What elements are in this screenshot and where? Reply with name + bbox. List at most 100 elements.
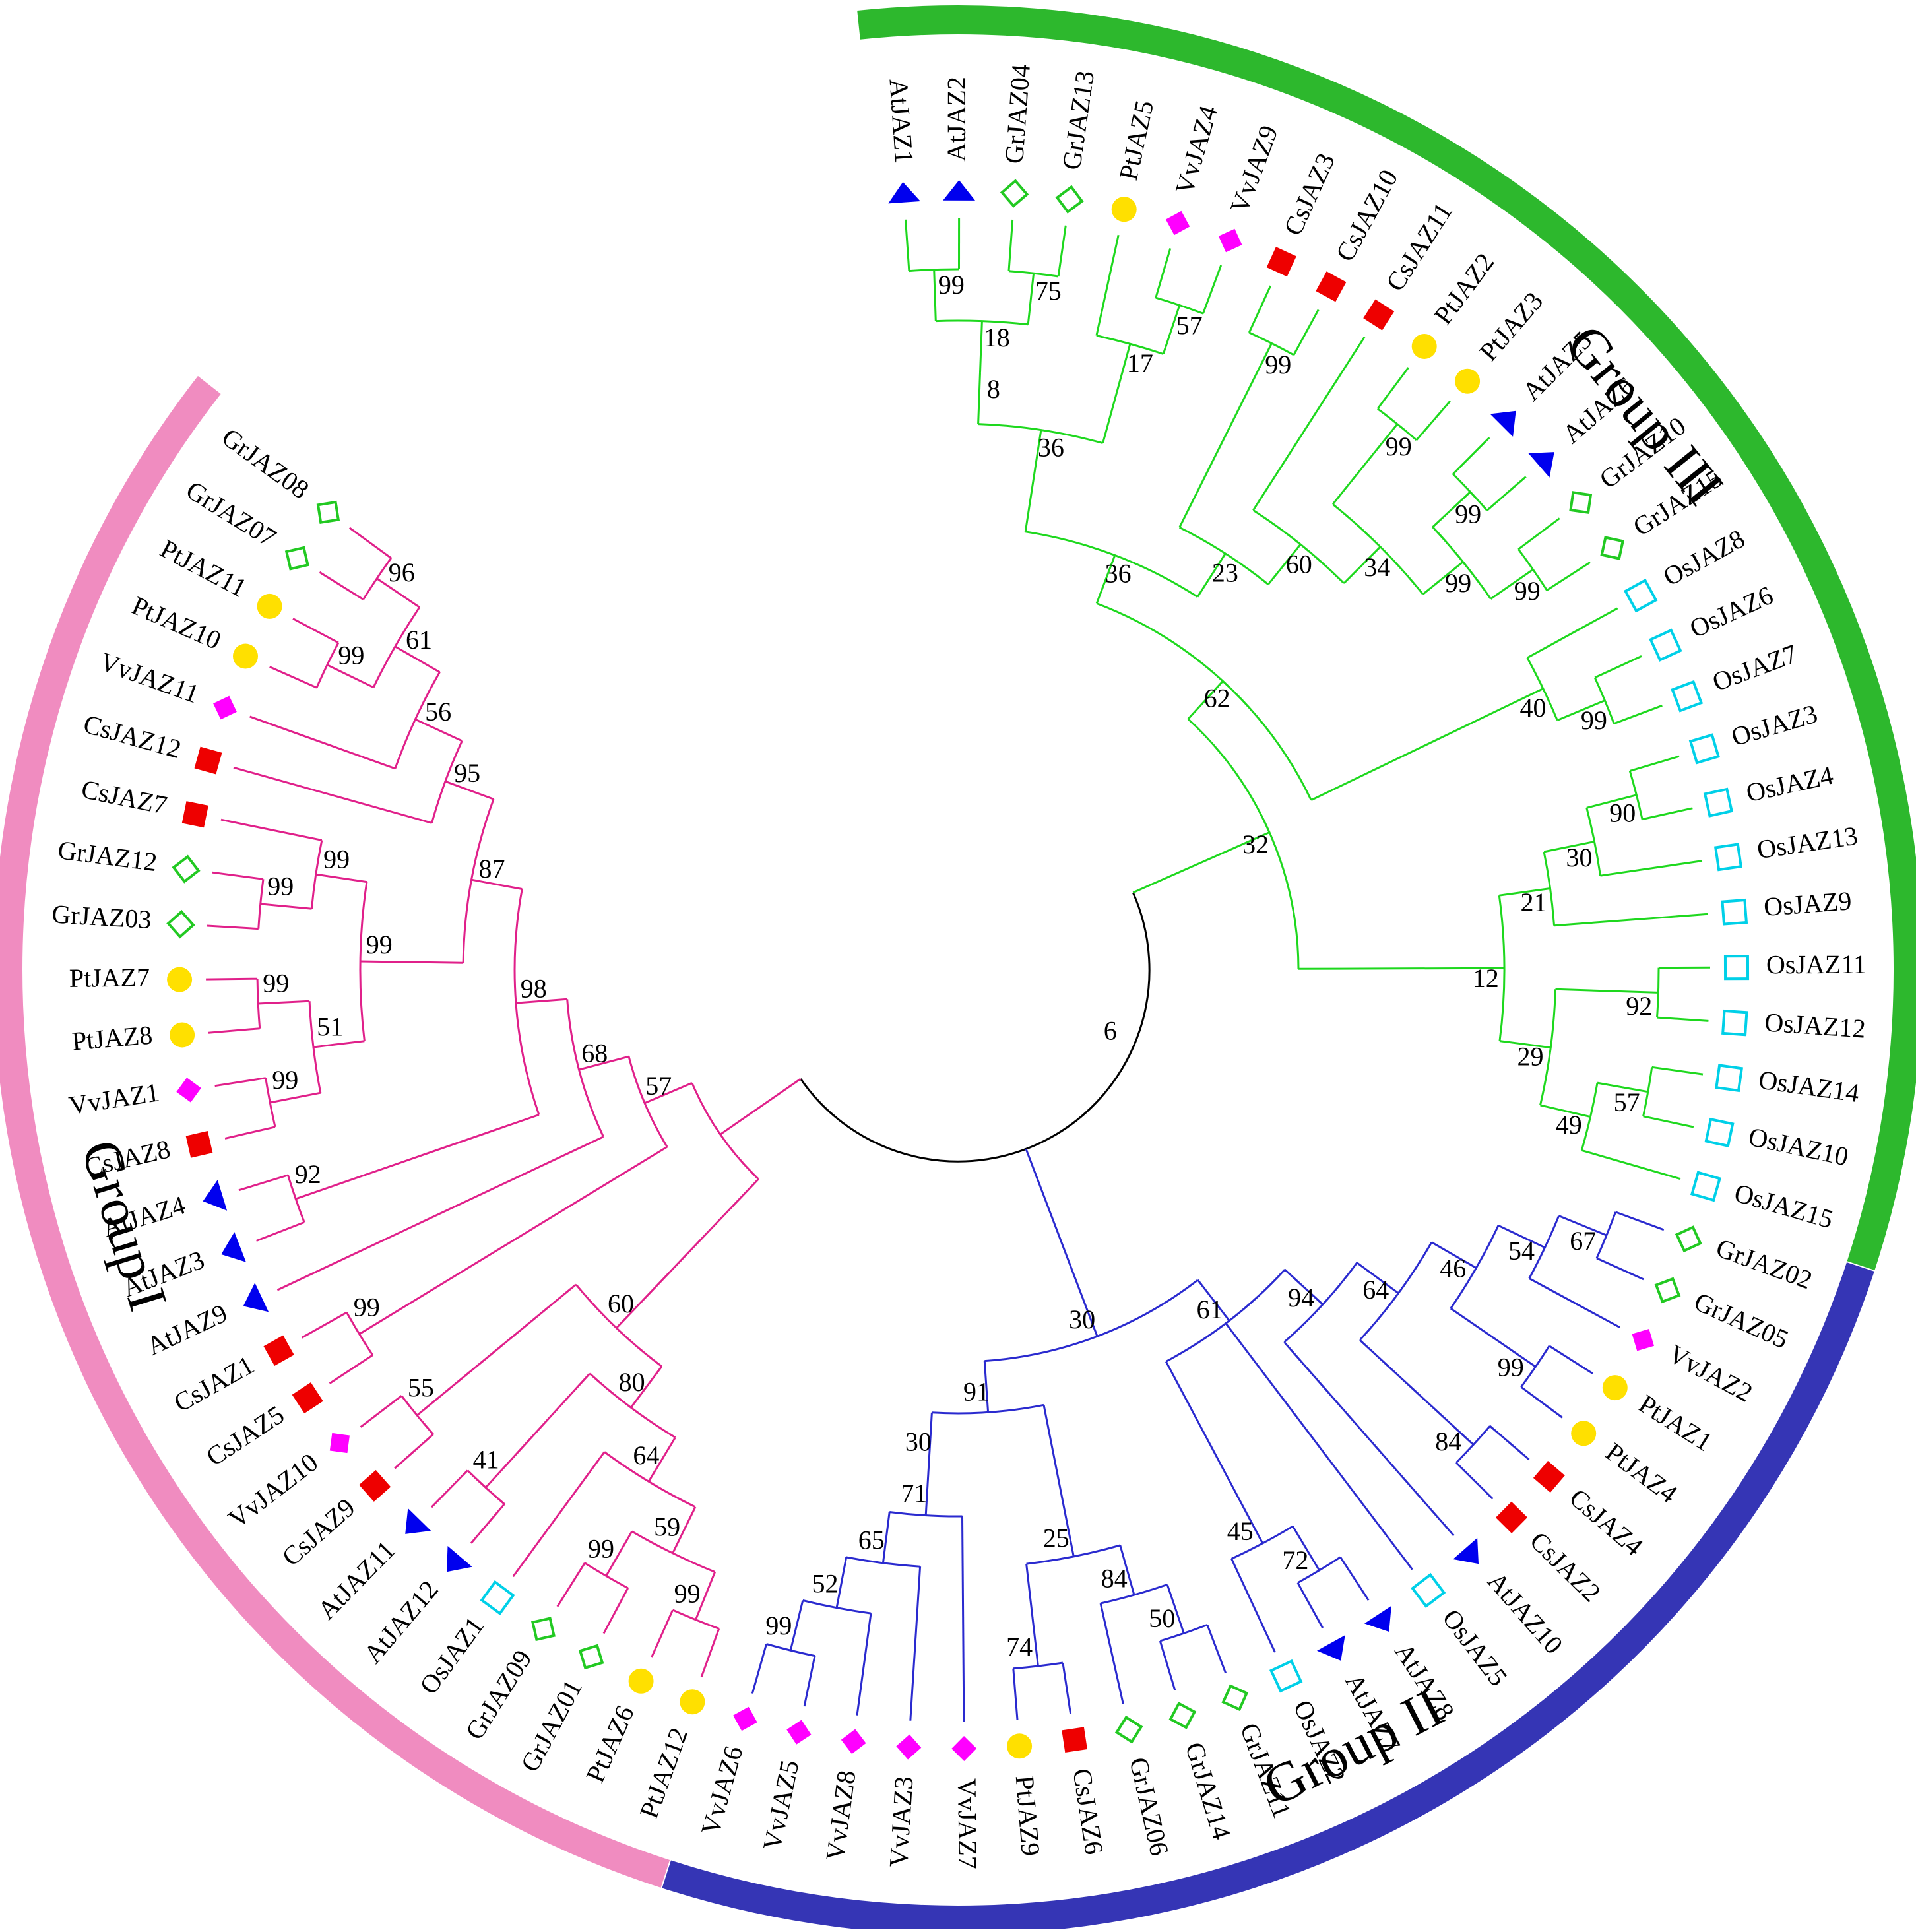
leaf-label-osjaz10: OsJAZ10 [1746,1122,1851,1172]
bootstrap-value: 61 [406,625,432,655]
green-open-diamond-icon [574,1640,608,1673]
yellow-circle-icon [170,1023,195,1048]
branch-arc [468,1471,505,1504]
group-ring-i [8,385,665,1874]
yellow-circle-icon [257,594,282,619]
bootstrap-value: 99 [272,1065,298,1095]
cyan-open-square-icon [1705,789,1732,816]
blue-triangle-icon [243,1283,269,1312]
branch-ptjaz12 [701,1628,719,1677]
bootstrap-value: 71 [901,1478,927,1508]
bootstrap-value: 90 [1609,798,1636,827]
magenta-diamond-icon [174,1076,203,1104]
leaf-label-ptjaz4: PtJAZ4 [1601,1437,1683,1509]
leaf-label-osjaz8: OsJAZ8 [1658,523,1750,592]
magenta-diamond-icon [1163,207,1194,238]
branch-ptjaz11 [293,619,338,643]
leaf-label-csjaz1: CsJAZ1 [169,1349,259,1417]
red-square-icon [186,1131,213,1158]
bootstrap-value: 60 [1286,549,1312,579]
bootstrap-value: 80 [619,1367,645,1397]
bootstrap-value: 30 [1069,1304,1095,1334]
magenta-diamond-icon [1214,224,1246,257]
branch-ptjaz8 [208,1029,260,1033]
bootstrap-value: 56 [425,697,451,726]
leaf-label-grjaz05: GrJAZ05 [1690,1286,1793,1354]
bootstrap-value: 59 [654,1512,680,1541]
leaf-label-ptjaz8: PtJAZ8 [71,1020,154,1056]
branch-atjaz6 [1487,477,1526,511]
branch-vvjaz3 [910,1566,920,1721]
branch-vvjaz6 [752,1644,766,1694]
red-square-icon [195,747,222,775]
bootstrap-value: 52 [812,1569,839,1599]
branch-arc [673,1610,719,1628]
bootstrap-value: 12 [1473,963,1499,993]
blue-triangle-icon [943,180,975,201]
red-square-icon [359,1470,391,1502]
branch-grjaz05 [1597,1258,1644,1279]
leaf-label-atjaz12: AtJAZ12 [358,1574,444,1669]
bootstrap-value: 94 [1288,1283,1314,1312]
branch-stem [1311,689,1543,800]
bootstrap-value: 64 [1362,1275,1389,1304]
blue-triangle-icon [447,1546,472,1572]
branch-stem [1180,343,1272,527]
leaf-label-vvjaz8: VvJAZ8 [820,1768,862,1863]
leaf-label-ptjaz6: PtJAZ6 [580,1701,640,1787]
leaf-label-csjaz6: CsJAZ6 [1067,1766,1109,1856]
branch-ptjaz6 [652,1610,673,1657]
bootstrap-value: 67 [1570,1226,1596,1256]
leaf-label-osjaz9: OsJAZ9 [1763,886,1853,922]
leaf-label-csjaz10: CsJAZ10 [1329,164,1403,266]
cyan-open-square-icon [1725,956,1748,979]
branch-grjaz12 [212,872,263,879]
branch-stem [978,373,980,424]
yellow-circle-icon [1571,1421,1596,1446]
cyan-open-square-icon [1723,1011,1746,1035]
branch-stem [720,1079,801,1134]
bootstrap-value: 60 [608,1289,634,1318]
branch-osjaz2 [1232,1559,1275,1652]
yellow-circle-icon [233,644,258,669]
cyan-open-square-icon [1722,900,1746,924]
bootstrap-value: 62 [1204,683,1230,713]
branch-grjaz09 [558,1563,585,1607]
yellow-circle-icon [1603,1375,1628,1400]
branch-csjaz7 [221,820,322,840]
blue-triangle-icon [405,1508,431,1534]
leaf-label-atjaz1: AtJAZ1 [883,78,919,165]
branch-vvjaz10 [361,1396,402,1427]
blue-triangle-icon [888,182,920,204]
bootstrap-value: 55 [408,1373,434,1403]
bootstrap-value: 41 [473,1445,499,1475]
green-open-diamond-icon [1595,531,1630,565]
leaf-label-ptjaz9: PtJAZ9 [1010,1774,1046,1857]
bootstrap-value: 99 [674,1578,701,1608]
bootstrap-value: 46 [1440,1253,1466,1283]
branch-stem [316,874,367,882]
green-open-diamond-icon [280,541,314,575]
bootstrap-value: 40 [1520,693,1547,723]
branch-csjaz5 [330,1355,373,1384]
blue-triangle-icon [1490,411,1516,437]
yellow-circle-icon [680,1689,705,1714]
branch-osjaz9 [1554,914,1708,925]
branch-stem [790,1601,803,1651]
bootstrap-value: 99 [765,1611,792,1640]
bootstrap-value: 96 [389,558,415,587]
bootstrap-value: 57 [645,1071,672,1101]
leaf-label-atjaz2: AtJAZ2 [942,77,971,162]
leaf-label-grjaz12: GrJAZ12 [56,835,159,877]
branch-csjaz2 [1456,1463,1492,1499]
bootstrap-value: 99 [1455,499,1481,529]
leaf-label-grjaz09: GrJAZ09 [459,1645,538,1745]
bootstrap-value: 75 [1035,276,1062,306]
green-open-diamond-icon [1056,185,1084,214]
branch-stem [313,1041,364,1047]
bootstrap-value: 99 [354,1293,380,1322]
bootstrap-value: 99 [1514,576,1541,606]
